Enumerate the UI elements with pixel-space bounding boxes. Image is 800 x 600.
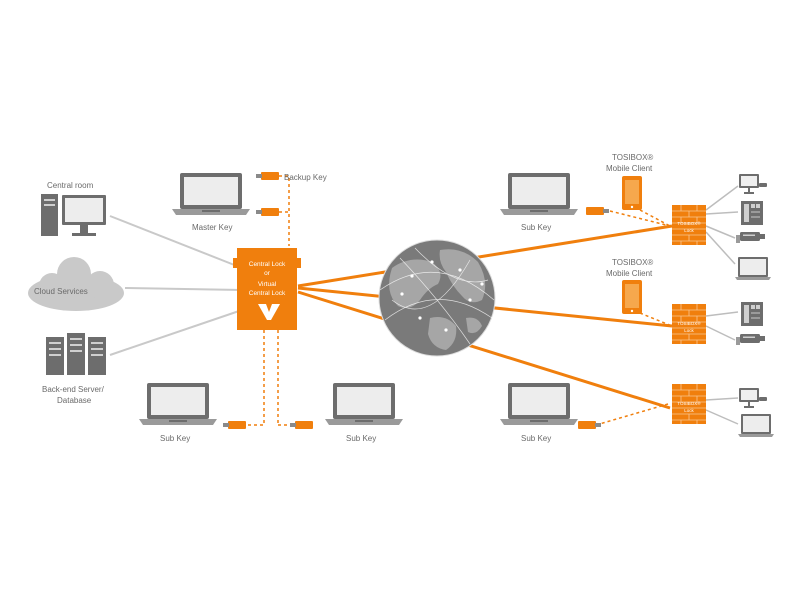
laptop-icon xyxy=(500,383,578,425)
lock-1-line1: TOSIBOX® xyxy=(677,220,701,226)
master-key-node: Master Key Backup Key xyxy=(172,172,327,232)
lock-1-line2: Lock xyxy=(684,228,694,233)
laptop-icon xyxy=(139,383,217,425)
lock-2-line2: Lock xyxy=(684,328,694,333)
left-connections xyxy=(109,215,243,356)
mobile-client-1-line1: TOSIBOX® xyxy=(612,153,653,162)
central-lock-label-1: Central Lock xyxy=(249,261,286,268)
usb-key-icon xyxy=(578,421,601,429)
monitor-icon xyxy=(739,174,767,194)
sub-key-node-3: Sub Key xyxy=(500,173,609,232)
phone-icon xyxy=(622,176,642,210)
sub-key-node-4: Sub Key xyxy=(500,383,601,443)
usb-key-icon xyxy=(223,421,246,429)
tosibox-lock-1: TOSIBOX® Lock xyxy=(671,204,707,246)
usb-key-icon xyxy=(290,421,313,429)
mobile-client-1-line2: Mobile Client xyxy=(606,164,653,173)
server-icon xyxy=(46,333,106,375)
camera-icon xyxy=(736,232,765,243)
laptop-icon xyxy=(735,257,771,280)
lock-3-line1: TOSIBOX® xyxy=(677,400,701,406)
usb-key-icon xyxy=(256,208,279,216)
master-key-label: Master Key xyxy=(192,223,232,232)
backend-server: Back-end Server/ Database xyxy=(42,333,106,405)
plc-icon xyxy=(741,201,763,225)
mobile-client-2-line1: TOSIBOX® xyxy=(612,258,653,267)
tosibox-lock-3: TOSIBOX® Lock xyxy=(671,383,707,425)
sub-key-node-2: Sub Key xyxy=(290,383,403,443)
devices-lock-1 xyxy=(735,174,771,280)
lock-3-line2: Lock xyxy=(684,408,694,413)
mobile-client-1: TOSIBOX® Mobile Client xyxy=(606,153,653,210)
usb-key-icon xyxy=(586,207,609,215)
backend-label-line2: Database xyxy=(57,396,92,405)
backup-key-label: Backup Key xyxy=(284,173,327,182)
sub-key-label-3: Sub Key xyxy=(521,223,551,232)
laptop-icon xyxy=(500,173,578,215)
central-lock-label-4: Central Lock xyxy=(249,290,286,297)
devices-lock-3 xyxy=(738,388,774,437)
central-room: Central room xyxy=(41,181,106,236)
sub-key-label-2: Sub Key xyxy=(346,434,376,443)
laptop-icon xyxy=(172,173,250,215)
desktop-icon xyxy=(41,194,106,236)
laptop-icon xyxy=(738,414,774,437)
central-lock-label-2: or xyxy=(264,270,271,277)
sub-key-node-1: Sub Key xyxy=(139,383,246,443)
central-lock-label-3: Virtual xyxy=(258,281,277,288)
lock-2-line1: TOSIBOX® xyxy=(677,320,701,326)
camera-icon xyxy=(736,334,765,345)
sub-key-label-1: Sub Key xyxy=(160,434,190,443)
cloud-services-label: Cloud Services xyxy=(34,287,88,296)
mobile-client-2-line2: Mobile Client xyxy=(606,269,653,278)
globe-icon xyxy=(378,239,496,357)
devices-lock-2 xyxy=(736,302,765,345)
plc-icon xyxy=(741,302,763,326)
central-room-label: Central room xyxy=(47,181,94,190)
dashed-links xyxy=(248,175,673,426)
lock-logo-icon xyxy=(258,304,280,320)
mobile-client-2: TOSIBOX® Mobile Client xyxy=(606,258,653,314)
cloud-icon xyxy=(28,257,124,311)
backup-key-icon xyxy=(256,172,279,180)
monitor-icon xyxy=(739,388,767,408)
cloud-services: Cloud Services xyxy=(28,257,124,311)
device-links xyxy=(705,185,739,425)
tosibox-lock-2: TOSIBOX® Lock xyxy=(671,303,707,345)
central-lock: Central Lock or Virtual Central Lock xyxy=(233,248,301,330)
phone-icon xyxy=(622,280,642,314)
backend-label-line1: Back-end Server/ xyxy=(42,385,105,394)
sub-key-label-4: Sub Key xyxy=(521,434,551,443)
laptop-icon xyxy=(325,383,403,425)
